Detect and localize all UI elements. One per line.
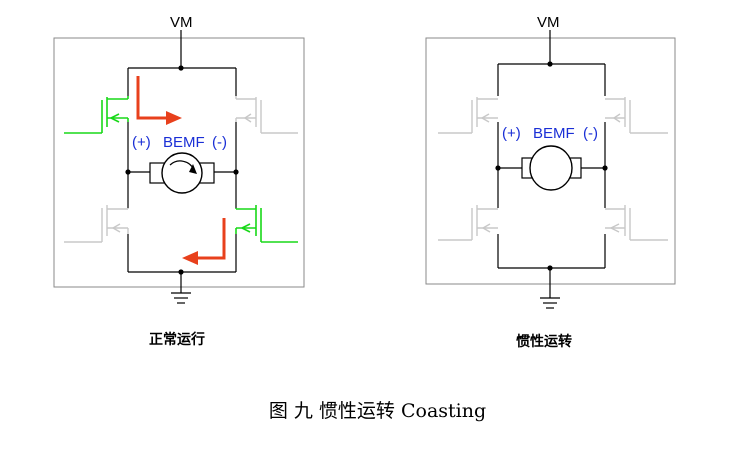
right-high-side-right-transistor-off	[605, 97, 668, 134]
right-motor	[521, 145, 582, 191]
left-junction-dots	[125, 65, 239, 275]
right-subtitle: 惯性运转	[516, 333, 572, 350]
left-bemf-minus: (-)	[212, 134, 227, 151]
left-current-arrow-bottom	[182, 218, 226, 265]
right-bemf-plus: (+)	[502, 125, 521, 142]
right-low-side-left-transistor-off	[438, 205, 498, 241]
right-ground-symbol	[540, 297, 560, 309]
right-junction-dots	[495, 61, 608, 271]
figure-caption: 图 九 惯性运转 Coasting	[268, 400, 487, 422]
left-ground-symbol	[171, 292, 191, 304]
left-low-side-transistor-off	[64, 205, 129, 243]
right-panel: VM	[425, 14, 676, 350]
left-subtitle: 正常运行	[149, 331, 205, 348]
right-bemf-minus: (-)	[583, 125, 598, 142]
left-current-arrow-top	[136, 76, 182, 125]
left-high-side-transistor-off	[235, 96, 298, 134]
right-high-side-left-transistor-off	[438, 97, 498, 134]
left-high-side-transistor-on	[64, 96, 129, 134]
left-motor	[149, 152, 215, 194]
left-panel-border	[53, 37, 305, 288]
left-low-side-transistor-on	[235, 205, 298, 243]
right-bemf-label: BEMF	[533, 125, 575, 142]
right-vm-label: VM	[537, 14, 560, 31]
left-bemf-plus: (+)	[132, 134, 151, 151]
left-vm-label: VM	[170, 14, 193, 31]
right-low-side-right-transistor-off	[605, 205, 668, 241]
left-bemf-label: BEMF	[163, 134, 205, 151]
left-panel: VM	[53, 14, 305, 348]
